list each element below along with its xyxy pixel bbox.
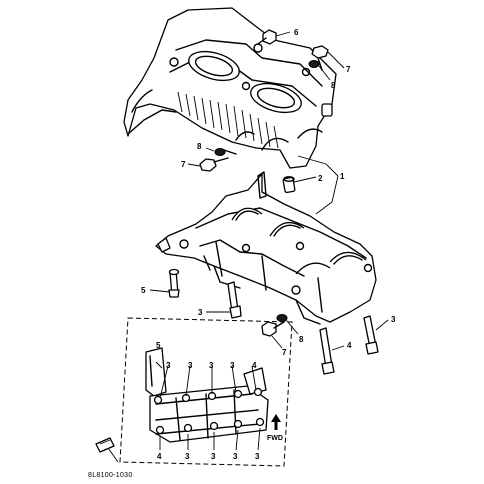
callout-8: 8 <box>197 142 202 151</box>
dowel-pin-part-2 <box>282 176 317 194</box>
callout-4: 4 <box>252 361 257 370</box>
callout-3: 3 <box>230 361 235 370</box>
washer-part-8-upper <box>308 60 331 81</box>
callout-8: 8 <box>299 335 304 344</box>
callout-7: 7 <box>282 348 287 357</box>
callout-3: 3 <box>198 308 203 317</box>
bolt-part-5-left <box>149 268 180 298</box>
callout-3: 3 <box>211 452 216 461</box>
callout-7: 7 <box>346 65 351 74</box>
callout-5: 5 <box>141 286 146 295</box>
baffle-plate-assembly <box>145 347 269 451</box>
callout-4: 4 <box>157 452 162 461</box>
callout-7: 7 <box>181 160 186 169</box>
callout-8: 8 <box>331 81 336 90</box>
bolt-part-3-center <box>206 281 242 319</box>
forward-arrow-icon <box>271 414 281 430</box>
callout-3: 3 <box>391 315 396 324</box>
detail-box <box>107 317 293 467</box>
callout-3: 3 <box>255 452 260 461</box>
callout-4: 4 <box>347 341 352 350</box>
plug-part-6 <box>257 29 291 45</box>
crankcase-assembly-leaders <box>297 155 339 215</box>
bolt-part-7-mid <box>187 157 229 172</box>
callout-6: 6 <box>294 28 299 37</box>
callout-3: 3 <box>233 452 238 461</box>
callout-1: 1 <box>340 172 345 181</box>
bolt-part-7-upper <box>311 45 345 71</box>
callout-labels: 6 7 8 8 7 2 1 5 3 3 8 4 7 5 3 3 3 3 4 4 … <box>141 28 396 461</box>
callout-5: 5 <box>156 341 161 350</box>
washer-part-8-mid <box>205 147 237 156</box>
lower-crankcase <box>155 171 377 325</box>
direction-marker-icon <box>95 437 115 453</box>
bolt-part-4 <box>319 327 345 375</box>
callout-3: 3 <box>185 452 190 461</box>
callout-3: 3 <box>209 361 214 370</box>
bolt-part-7-lower <box>261 321 285 349</box>
upper-crankcase <box>123 7 337 169</box>
callout-3: 3 <box>166 361 171 370</box>
callout-2: 2 <box>318 174 323 183</box>
figure-code: 8L8100-1030 <box>88 472 133 479</box>
fwd-label: FWD <box>267 435 283 442</box>
callout-3: 3 <box>188 361 193 370</box>
bolt-part-3-right <box>363 315 389 355</box>
